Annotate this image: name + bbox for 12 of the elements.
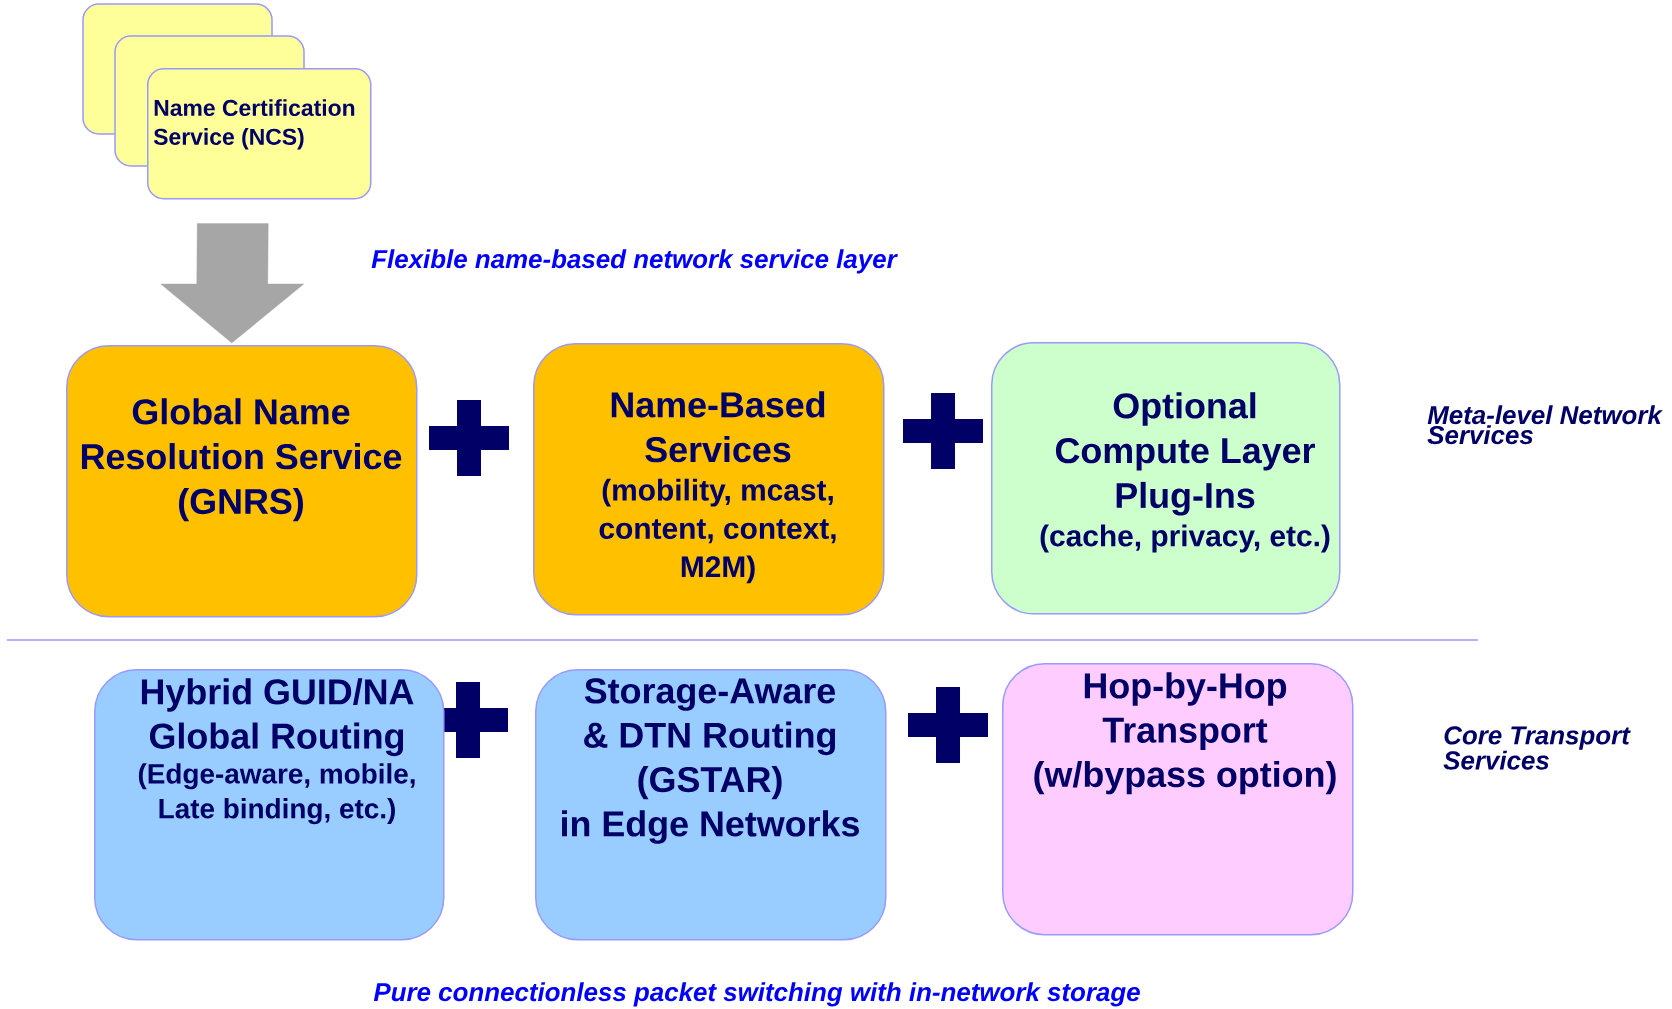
service-box: Hybrid GUID/NA Global Routing (Edge-aware, mobile, Late binding, etc.) (94, 669, 445, 941)
caption-text: Meta-level Network Services (1427, 405, 1663, 445)
service-box: Storage-Aware & DTN Routing (GSTAR) in Edge Networks (535, 669, 887, 941)
stacked-cards: Name Certification Service (NCS) (82, 3, 372, 200)
caption-text: Pure connectionless packet switching with in-network storage (373, 982, 1140, 1007)
service-box: Optional Compute Layer Plug-Ins (cache, privacy, etc.) (991, 342, 1341, 615)
service-box: Hop-by-Hop Transport (w/bypass option) (1002, 663, 1354, 936)
service-box: Name-Based Services (mobility, mcast, content, context, M2M) (533, 343, 885, 616)
caption-text: Flexible name-based network service layer (371, 249, 898, 274)
block-arrow (160, 223, 304, 344)
service-box: Global Name Resolution Service (GNRS) (66, 345, 418, 618)
caption-text: Core Transport Services (1443, 726, 1631, 770)
